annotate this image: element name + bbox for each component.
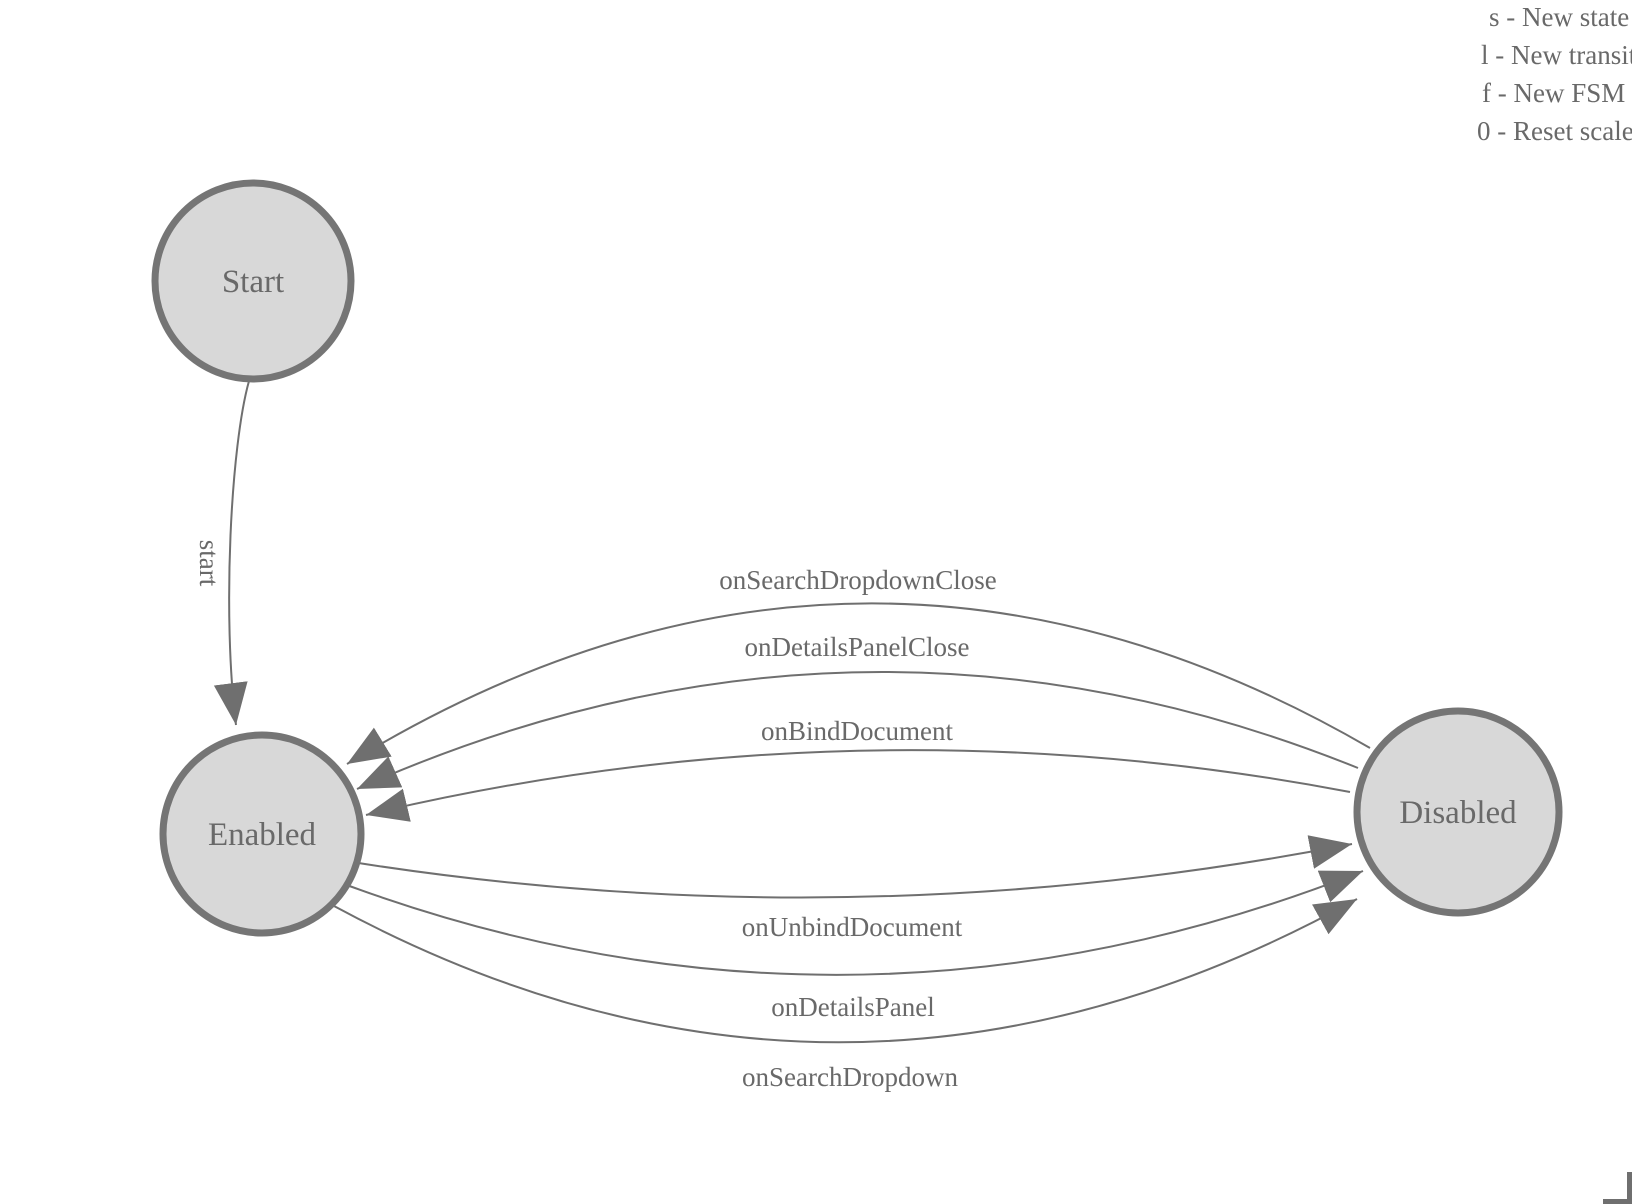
node-start[interactable]: Start (151, 179, 355, 383)
node-disabled-label: Disabled (1399, 795, 1517, 831)
edge-group (213, 380, 1371, 1044)
edge-onBindDocument[interactable] (365, 749, 1351, 822)
edge-label-onBindDocument: onBindDocument (761, 716, 953, 746)
node-enabled-circle[interactable] (159, 731, 365, 937)
edge-label-onDetailsPanel: onDetailsPanel (771, 992, 934, 1022)
clipped-corner-shape (1603, 1172, 1632, 1204)
corner-vertical-bar (1627, 1172, 1632, 1204)
edge-label-onUnbindDocument: onUnbindDocument (742, 912, 963, 942)
edge-label-onDetailsPanelClose: onDetailsPanelClose (745, 632, 970, 662)
edge-onDetailsPanelClose[interactable] (356, 671, 1359, 790)
edge-onSearchDropdown[interactable] (333, 898, 1358, 1044)
legend-line-reset-scale: 0 - Reset scale (1477, 116, 1632, 146)
legend-line-new-state: s - New state (1489, 2, 1629, 32)
edge-onSearchDropdownClose[interactable] (346, 602, 1371, 765)
node-enabled-label: Enabled (208, 817, 317, 853)
edge-onUnbindDocument[interactable] (351, 835, 1353, 899)
legend-line-new-fsm: f - New FSM (1482, 78, 1625, 108)
corner-horizontal-bar (1603, 1199, 1632, 1204)
edge-start-to-enabled[interactable] (213, 380, 250, 726)
edge-label-start: start (194, 540, 224, 587)
edge-label-group: start onSearchDropdownClose onDetailsPan… (194, 540, 997, 1092)
node-start-circle[interactable] (151, 179, 355, 383)
edge-label-onSearchDropdownClose: onSearchDropdownClose (719, 565, 996, 595)
node-disabled[interactable]: Disabled (1353, 707, 1563, 917)
node-start-label: Start (222, 264, 284, 300)
legend-line-new-transition: l - New transition (1481, 40, 1632, 70)
edge-label-onSearchDropdown: onSearchDropdown (742, 1062, 958, 1092)
edge-onDetailsPanel[interactable] (343, 870, 1364, 976)
node-enabled[interactable]: Enabled (159, 731, 365, 937)
node-disabled-circle[interactable] (1353, 707, 1563, 917)
shortcut-legend: s - New state l - New transition f - New… (1477, 2, 1632, 146)
